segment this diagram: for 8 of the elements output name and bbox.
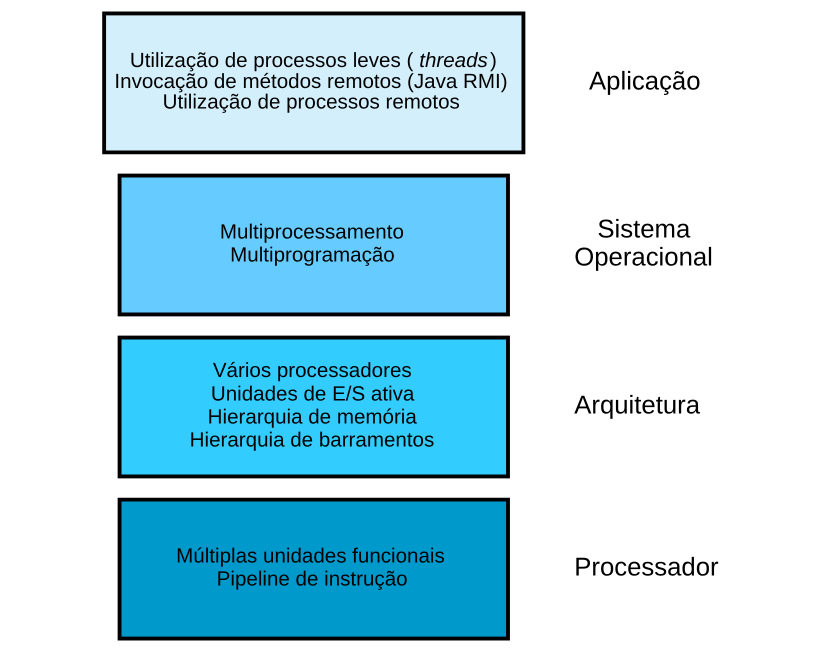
node-label: Sistema Operacional — [574, 215, 712, 272]
node-box: Utilização de processos leves (threads) Invocação de métodos remotos (Java RMI) Utilização de processos remotos — [102, 12, 525, 154]
node-box: Vários processadores Unidades de E/S ativa Hierarquia de memória Hierarquia de barramentos — [117, 336, 510, 478]
node-label: Arquitetura — [574, 391, 700, 420]
node-box: Multiprocessamento Multiprogramação — [117, 174, 510, 316]
node-box: Múltiplas unidades funcionais Pipeline de instrução — [117, 498, 510, 640]
node-label: Processador — [574, 554, 718, 582]
node-label: Aplicação — [588, 67, 700, 96]
